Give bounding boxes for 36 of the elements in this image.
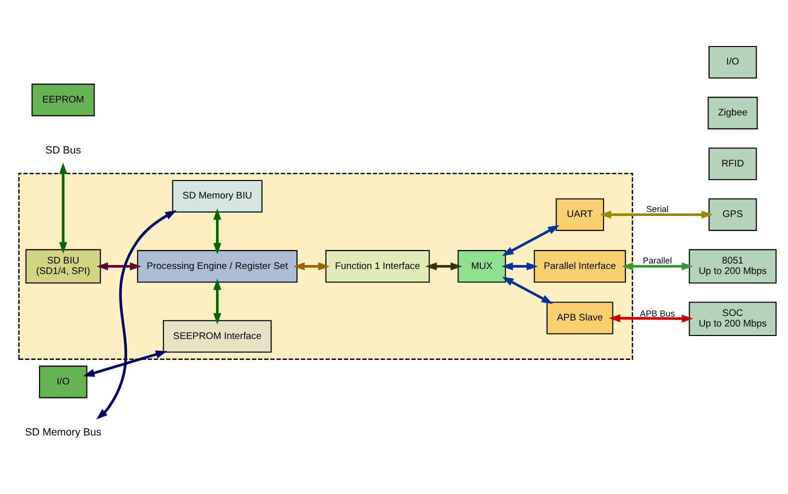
node-box: SD BIU (SD1/4, SPI): [25, 248, 101, 283]
node-box: SEEPROM Interface: [162, 320, 272, 352]
node-box: Processing Engine / Register Set: [137, 250, 298, 282]
node-box: SD Memory BIU: [172, 179, 262, 212]
arrow: [600, 210, 713, 218]
node-text: SD Memory Bus: [24, 426, 102, 438]
edge-label: Serial: [646, 204, 669, 214]
node-box: SOC Up to 200 Mbps: [688, 301, 777, 336]
node-box: Function 1 Interface: [325, 250, 430, 282]
arrow: [622, 262, 694, 270]
arrow: [213, 278, 222, 324]
node-box: UART: [556, 198, 604, 230]
edge-label: Parallel: [642, 255, 672, 266]
arrow: [502, 262, 538, 270]
edge-label: APB Bus: [640, 308, 675, 318]
node-box: Parallel Interface: [534, 250, 626, 282]
node-box: RFID: [708, 147, 757, 180]
node-box: EEPROM: [32, 83, 95, 116]
arrow: [213, 208, 222, 254]
arrow: [83, 350, 168, 376]
node-box: APB Slave: [546, 301, 614, 334]
arrow: [502, 224, 560, 256]
node-box: I/O: [708, 45, 757, 78]
node-box: I/O: [39, 365, 88, 398]
arrow: [502, 276, 553, 304]
arrow: [59, 162, 68, 254]
arrow: [96, 210, 177, 420]
node-text: SD Bus: [45, 144, 81, 156]
arrow: [608, 314, 694, 322]
node-box: GPS: [708, 198, 757, 230]
node-box: MUX: [458, 250, 506, 282]
arrow: [425, 262, 462, 270]
arrow: [293, 262, 330, 270]
arrow: [96, 262, 142, 270]
node-box: Zigbee: [708, 96, 758, 129]
node-box: 8051 Up to 200 Mbps: [688, 248, 777, 283]
